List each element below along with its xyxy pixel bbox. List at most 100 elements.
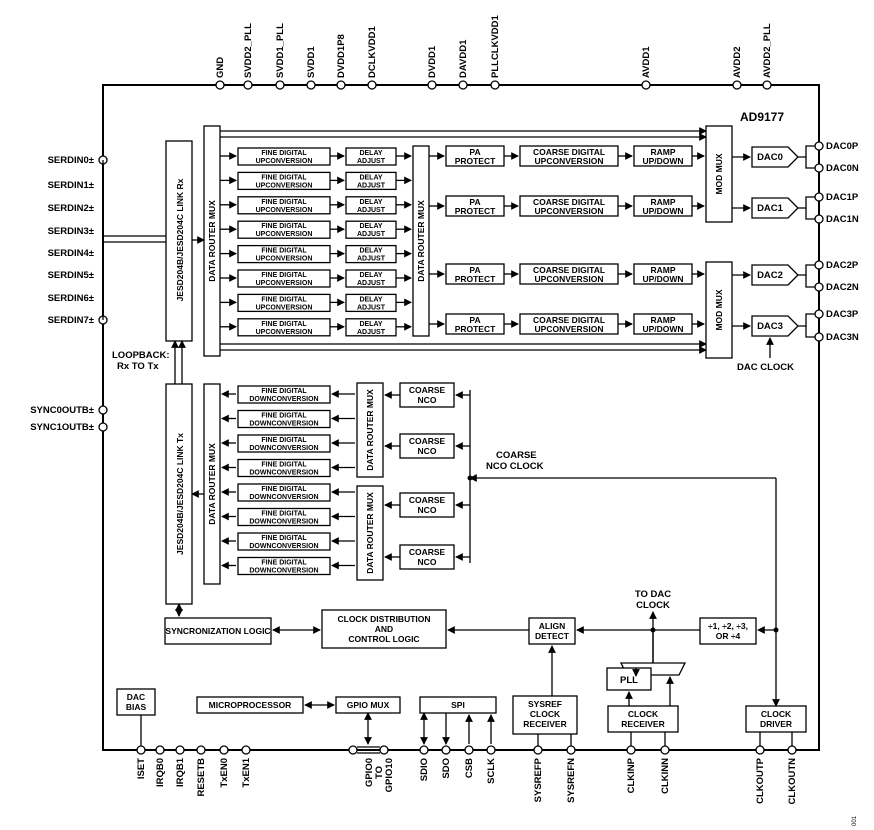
dac-out-p-3	[798, 313, 815, 327]
bottom-pin-label-13: CLKINP	[626, 757, 637, 793]
bottom-pin-label-8: SDO	[441, 758, 452, 779]
delay-label-a-0: DELAY	[359, 150, 382, 157]
bottom-pin-label-6: GPIO0TOGPIO10	[364, 758, 395, 792]
fine-up-label-a-1: FINE DIGITAL	[261, 174, 307, 181]
top-pin-label-8: PLLCLKVDD1	[490, 14, 501, 78]
bottom-pin-4	[219, 745, 229, 755]
dac-pin-label-3: DAC1N	[826, 214, 859, 225]
rx-data-router-mux-lower-label: DATA ROUTER MUX	[365, 492, 375, 574]
top-pin-label-4: DVDD1P8	[336, 34, 347, 78]
serdin-label-1: SERDIN1±	[48, 180, 94, 191]
pa-label-b-3: PROTECT	[455, 324, 496, 334]
align-detect-block	[528, 617, 576, 645]
top-pin-7	[458, 80, 468, 90]
divider-label-1: ÷1, ÷2, ÷3,	[708, 621, 748, 631]
coarse-nco-label-b-2: NCO	[418, 505, 437, 515]
dac-out-p-2	[798, 264, 815, 276]
serdin-label-0: SERDIN0±	[48, 155, 94, 166]
dac-pin-label-7: DAC3N	[826, 332, 859, 343]
dac-pin-2	[814, 192, 824, 202]
fine-down-label-b-2: DOWNCONVERSION	[249, 445, 318, 452]
bottom-pin-gpio-b	[379, 745, 389, 755]
serdin-label-3: SERDIN3±	[48, 226, 94, 237]
fine-down-block-5	[237, 507, 331, 527]
delay-label-a-2: DELAY	[359, 199, 382, 206]
link-tx-block	[165, 383, 193, 605]
top-pin-label-3: SVDD1	[306, 46, 317, 78]
dac-out-n-0	[805, 157, 815, 169]
dac-pin-7	[814, 332, 824, 342]
bottom-pin-13	[626, 745, 636, 755]
dac-label-2: DAC2	[757, 270, 783, 281]
dac-pin-0	[814, 141, 824, 151]
top-pin-8	[490, 80, 500, 90]
serdin-label-6: SERDIN6±	[48, 293, 94, 304]
fine-down-block-6	[237, 532, 331, 551]
top-pin-9	[641, 80, 651, 90]
sync-pin-1	[98, 422, 108, 432]
to-dac-clock-label-2: CLOCK	[636, 600, 670, 611]
top-pin-1	[243, 80, 253, 90]
coarse-nco-label-a-3: COARSE	[409, 547, 446, 557]
top-pin-label-0: GND	[215, 57, 226, 78]
fine-down-block-1	[237, 409, 331, 429]
sync-logic-block	[164, 617, 272, 645]
pa-label-a-2: PA	[469, 265, 480, 275]
ramp-label-b-0: UP/DOWN	[642, 156, 683, 166]
fine-down-label-b-1: DOWNCONVERSION	[249, 421, 318, 428]
delay-label-a-1: DELAY	[359, 174, 382, 181]
left-pin-group: SERDIN0±SERDIN1±SERDIN2±SERDIN3±SERDIN4±…	[30, 155, 108, 433]
delay-label-a-6: DELAY	[359, 296, 382, 303]
pll-block	[606, 667, 652, 691]
clock-receiver-block	[607, 705, 679, 733]
bottom-pin-16	[787, 745, 797, 755]
delay-label-a-4: DELAY	[359, 248, 382, 255]
bottom-pin-5	[241, 745, 251, 755]
delay-label-b-2: ADJUST	[357, 207, 386, 214]
fine-down-label-b-3: DOWNCONVERSION	[249, 470, 318, 477]
fine-up-label-b-5: UPCONVERSION	[256, 280, 313, 287]
top-pin-6	[427, 80, 437, 90]
coarse-up-label-a-0: COARSE DIGITAL	[533, 147, 605, 157]
coarse-up-label-a-1: COARSE DIGITAL	[533, 197, 605, 207]
tx-data-router-mux-left-label: DATA ROUTER MUX	[207, 200, 217, 282]
coarse-up-label-b-1: UPCONVERSION	[535, 206, 604, 216]
gpio-label-line-2: TO	[374, 766, 385, 779]
fine-down-label-b-0: DOWNCONVERSION	[249, 396, 318, 403]
fine-up-label-b-4: UPCONVERSION	[256, 256, 313, 263]
clock-receiver-label-1: CLOCK	[628, 709, 659, 719]
link-rx-block	[165, 140, 193, 342]
rx-data-router-mux-left	[203, 383, 221, 585]
top-pin-2	[275, 80, 285, 90]
bottom-pin-12	[566, 745, 576, 755]
fine-up-label-b-0: UPCONVERSION	[256, 158, 313, 165]
ramp-label-b-3: UP/DOWN	[642, 324, 683, 334]
bottom-pin-label-7: SDIO	[419, 758, 430, 781]
bottom-pin-10	[486, 745, 496, 755]
fine-down-label-a-1: FINE DIGITAL	[261, 413, 307, 420]
coarse-nco-clock-label-2: NCO CLOCK	[486, 461, 544, 472]
fine-down-label-a-2: FINE DIGITAL	[261, 437, 307, 444]
dac-out-n-3	[805, 326, 815, 338]
fine-down-label-b-6: DOWNCONVERSION	[249, 543, 318, 550]
dac-bias-label-1: DAC	[127, 692, 145, 702]
top-pin-4	[336, 80, 346, 90]
coarse-up-label-a-3: COARSE DIGITAL	[533, 315, 605, 325]
dac-bias-label-2: BIAS	[126, 702, 147, 712]
rx-data-router-mux-upper-label: DATA ROUTER MUX	[365, 389, 375, 471]
top-pin-5	[367, 80, 377, 90]
coarse-nco-block-0	[399, 382, 455, 408]
bottom-pin-gpio-a	[348, 745, 358, 755]
clock-driver-block	[745, 705, 807, 733]
fine-down-label-a-0: FINE DIGITAL	[261, 388, 307, 395]
fine-up-label-b-3: UPCONVERSION	[256, 231, 313, 238]
fine-up-label-a-7: FINE DIGITAL	[261, 321, 307, 328]
coarse-up-label-b-3: UPCONVERSION	[535, 324, 604, 334]
fine-up-label-a-6: FINE DIGITAL	[261, 296, 307, 303]
sysref-receiver-label-1: SYSREF	[528, 699, 562, 709]
ramp-label-a-0: RAMP	[650, 147, 675, 157]
clock-distribution-block	[321, 609, 447, 649]
top-pin-label-6: DVDD1	[427, 45, 438, 78]
fine-up-label-a-2: FINE DIGITAL	[261, 199, 307, 206]
